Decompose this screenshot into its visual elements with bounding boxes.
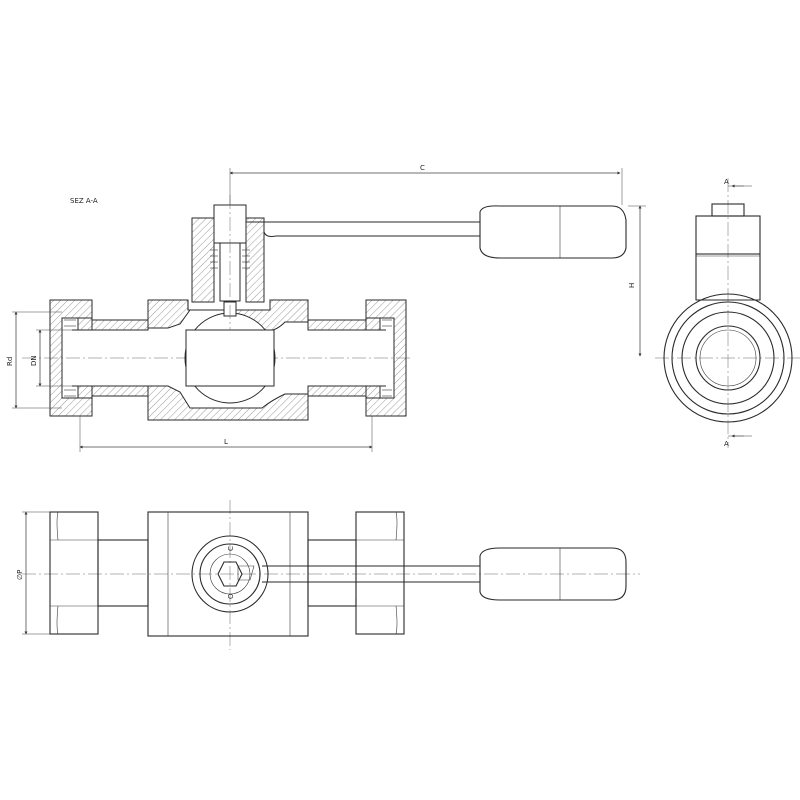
section-label: SEZ A-A bbox=[70, 197, 98, 205]
right-nut bbox=[365, 299, 407, 417]
left-nut bbox=[49, 299, 93, 417]
section-mark-bottom: A bbox=[724, 434, 752, 448]
dimension-l: L bbox=[79, 416, 373, 452]
dimension-p: ∅P bbox=[16, 511, 50, 635]
dimension-l-label: L bbox=[224, 438, 228, 446]
dimension-rd: Rd bbox=[6, 311, 62, 409]
plan-left-nut bbox=[49, 511, 99, 635]
section-mark-bottom-label: A bbox=[724, 440, 729, 448]
section-view: SEZ A-A bbox=[6, 164, 646, 452]
handle-lever bbox=[246, 205, 627, 259]
dimension-c: C bbox=[229, 164, 623, 205]
dimension-dn: DN bbox=[30, 329, 72, 387]
dimension-rd-label: Rd bbox=[6, 357, 14, 366]
handle-mark-closed: C bbox=[227, 546, 235, 551]
plan-handle-hub: C O bbox=[191, 535, 269, 613]
handle-mark-open: O bbox=[227, 593, 235, 599]
plan-right-pipe bbox=[307, 539, 357, 607]
section-mark-top: A bbox=[724, 178, 752, 188]
stem-housing bbox=[191, 195, 265, 330]
plan-handle-lever bbox=[262, 547, 627, 601]
section-mark-top-label: A bbox=[724, 178, 729, 186]
side-view: A A bbox=[655, 178, 800, 448]
plan-left-pipe bbox=[97, 539, 149, 607]
dimension-dn-label: DN bbox=[30, 355, 38, 366]
dimension-c-label: C bbox=[420, 164, 425, 172]
plan-right-nut bbox=[355, 511, 405, 635]
valve-body bbox=[147, 299, 309, 421]
plan-view: C O ∅P bbox=[16, 500, 640, 650]
dimension-p-label: ∅P bbox=[16, 570, 24, 580]
dimension-h-label: H bbox=[628, 283, 636, 288]
dimension-h: H bbox=[628, 205, 646, 357]
ball bbox=[184, 312, 276, 404]
